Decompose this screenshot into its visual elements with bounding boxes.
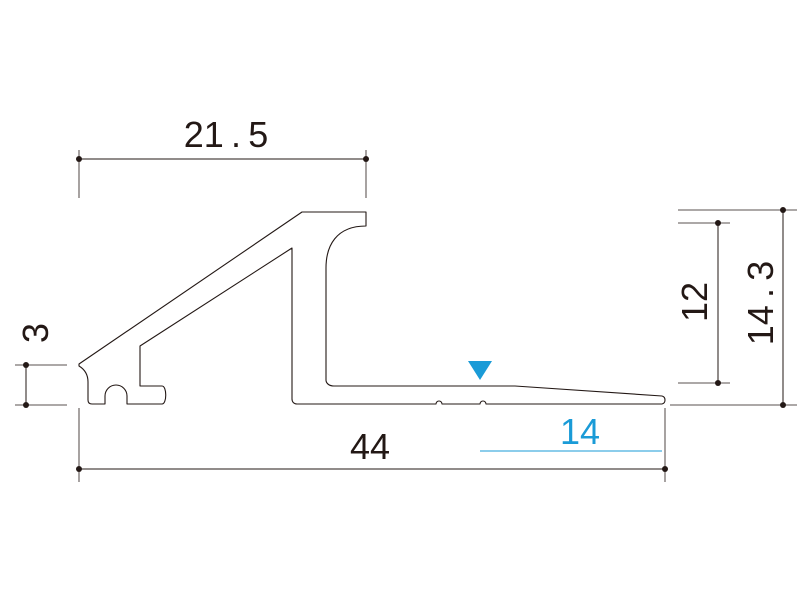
dimension-label-left-height: 3 — [15, 323, 56, 343]
dimension-dot — [780, 207, 786, 213]
dimension-dot — [23, 362, 29, 368]
dimension-dot — [715, 380, 721, 386]
dimension-label-total-height: 14 . 3 — [740, 261, 781, 345]
dimension-top-width: 21 . 5 — [76, 114, 369, 198]
dimension-dot — [76, 156, 82, 162]
dimension-dot — [23, 402, 29, 408]
dimension-total-height: 14 . 3 — [670, 207, 797, 408]
extrusion-profile — [78, 211, 666, 405]
dimension-left-height: 3 — [15, 323, 67, 408]
dimension-flange-width: 14 — [468, 361, 662, 452]
dimension-dot — [715, 220, 721, 226]
dimension-label-overall-width: 44 — [350, 426, 390, 467]
dimension-overall-width: 44 — [76, 408, 668, 482]
dimension-dot — [76, 466, 82, 472]
dimension-dot — [662, 466, 668, 472]
dimension-dot — [363, 156, 369, 162]
dimension-dot — [780, 402, 786, 408]
dimension-label-top-width: 21 . 5 — [184, 114, 268, 155]
dimension-label-flange-width: 14 — [560, 411, 600, 452]
dimension-label-ramp-height: 12 — [674, 282, 715, 322]
down-triangle-marker — [468, 361, 492, 380]
dimension-ramp-height: 12 — [674, 220, 730, 386]
